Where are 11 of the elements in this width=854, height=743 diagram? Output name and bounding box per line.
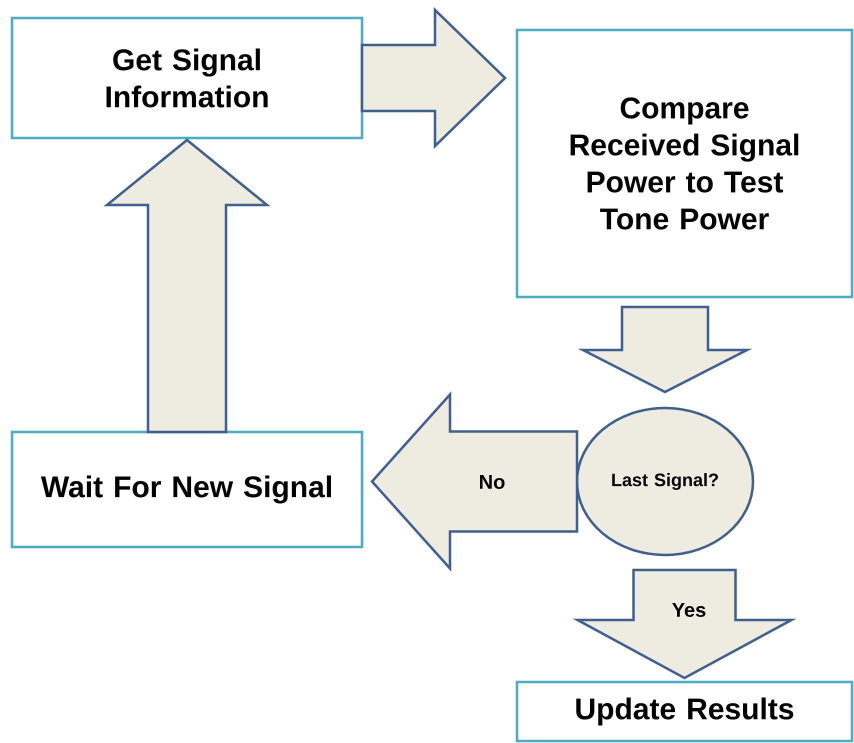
process-box: Wait For New Signal <box>10 430 364 548</box>
block-arrow <box>103 138 271 434</box>
process-box: Get Signal Information <box>10 16 364 140</box>
block-arrow <box>572 568 796 680</box>
edge-label: Yes <box>670 602 708 618</box>
block-arrow <box>360 7 507 149</box>
process-box: Update Results <box>516 680 854 742</box>
block-arrow <box>370 391 578 572</box>
edge-label: No <box>478 474 506 490</box>
process-box: Compare Received Signal Power to Test Tone Power <box>516 28 854 298</box>
block-arrow <box>578 306 752 394</box>
